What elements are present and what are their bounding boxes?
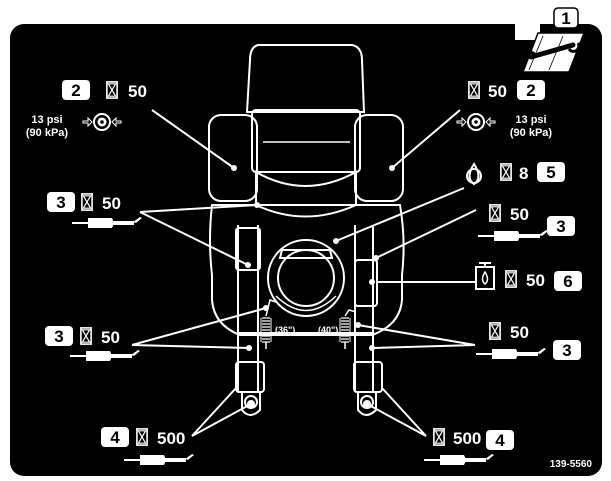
callout-number: 2: [526, 81, 535, 100]
callout-badge: [45, 326, 73, 346]
machine-outline: [208, 44, 405, 416]
pressure-metric-value: (90 kPa): [26, 127, 69, 139]
interval-value: 50: [488, 82, 507, 101]
callout-5: 8 5: [466, 162, 565, 186]
interval-value: 500: [453, 429, 481, 448]
callout-number: 4: [495, 431, 505, 450]
callout-number: 4: [110, 428, 120, 447]
callout-3-left-lower: 3 50: [45, 326, 140, 361]
pressure-value: 13 psi: [515, 114, 546, 126]
callout-badge: [486, 430, 514, 450]
interval-value: 50: [128, 82, 147, 101]
callout-badge: [553, 340, 581, 360]
callout-badge: [47, 192, 75, 212]
interval-value: 50: [510, 323, 529, 342]
callout-badge: [537, 162, 565, 182]
callout-number: 3: [562, 341, 571, 360]
callout-badge-1: [553, 7, 579, 29]
oil-drop-icon: [466, 162, 482, 186]
callout-number: 3: [56, 193, 65, 212]
pressure-metric-value: (90 kPa): [510, 127, 553, 139]
interval-value: 500: [157, 429, 185, 448]
callout-number: 6: [563, 272, 572, 291]
interval-value: 50: [101, 328, 120, 347]
callout-4-left: 4 500: [101, 427, 194, 465]
callout-badge: [101, 427, 129, 447]
callout-3-right-upper: 50 3: [478, 204, 575, 241]
callout-badge: [547, 216, 575, 236]
callout-4-right: 500 4: [424, 428, 514, 465]
callout-3-right-lower: 50 3: [476, 322, 581, 360]
callout-number: 3: [54, 327, 63, 346]
leader-lines: [131, 109, 477, 437]
callout-2-right: 50 2 13 psi (90 kPa): [456, 80, 553, 139]
callout-badge: [62, 80, 90, 100]
pressure-value: 13 psi: [31, 114, 62, 126]
callout-6: 50 6: [475, 262, 582, 291]
interval-value: 8: [519, 164, 528, 183]
interval-value: 50: [510, 205, 529, 224]
oil-reservoir-icon: [475, 262, 495, 290]
height-label-right: (40"): [318, 325, 338, 335]
callout-3-left-upper: 3 50: [47, 192, 142, 228]
callout-badge: [554, 271, 582, 291]
callout-number-1: 1: [561, 9, 570, 28]
interval-value: 50: [526, 271, 545, 290]
callout-badge: [517, 80, 545, 100]
callout-number: 5: [546, 163, 555, 182]
height-label-left: (36"): [275, 325, 295, 335]
callout-2-left: 2 50 13 psi (90 kPa): [26, 80, 147, 139]
wrench-book-icon: [521, 32, 586, 73]
part-number: 139-5560: [550, 459, 593, 470]
interval-value: 50: [102, 194, 121, 213]
callout-number: 3: [556, 217, 565, 236]
callout-number: 2: [71, 81, 80, 100]
